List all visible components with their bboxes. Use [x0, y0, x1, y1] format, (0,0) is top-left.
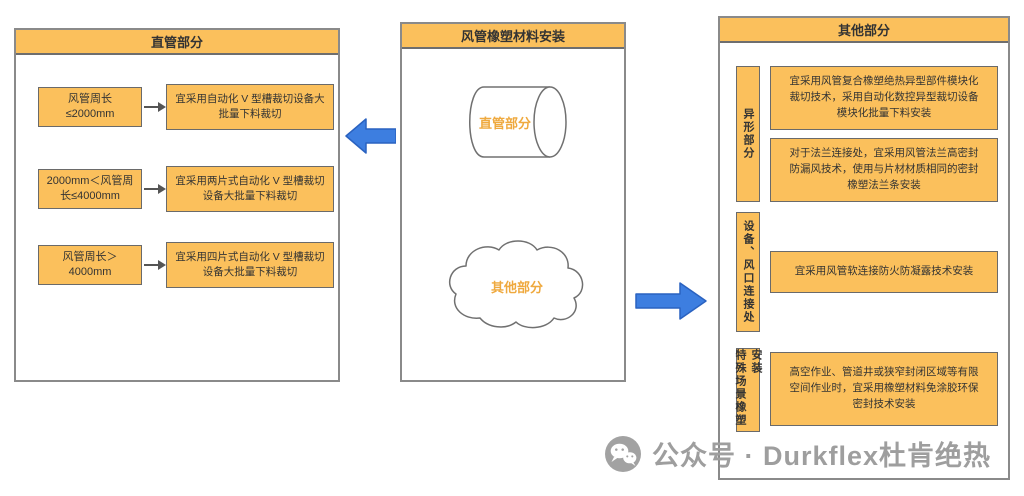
section-label-special: 特殊场景橡塑安装	[734, 348, 762, 432]
left-flow-arrow-icon	[344, 116, 397, 161]
condition-box: 2000mm＜风管周 长≤4000mm	[38, 169, 142, 209]
watermark-text: 公众号 · Durkflex杜肯绝热	[652, 441, 992, 471]
flow-arrow-icon	[144, 260, 166, 270]
duct-rule-row: 风管周长＞ 4000mm 宜采用四片式自动化 V 型槽裁切 设备大批量下料裁切	[16, 242, 338, 288]
guideline-box: 对于法兰连接处，宜采用风管法兰高密封 防漏风技术，使用与片材材质相同的密封 橡塑…	[770, 138, 998, 202]
section-label-irregular: 异形部分	[736, 66, 760, 202]
guideline-box: 宜采用风管复合橡塑绝热异型部件模块化 裁切技术，采用自动化数控异型裁切设备 模块…	[770, 66, 998, 130]
action-box: 宜采用四片式自动化 V 型槽裁切 设备大批量下料裁切	[166, 242, 334, 288]
action-box: 宜采用两片式自动化 V 型槽裁切 设备大批量下料裁切	[166, 166, 334, 212]
duct-rule-row: 风管周长 ≤2000mm 宜采用自动化 V 型槽裁切设备大 批量下料裁切	[16, 84, 338, 130]
duct-rule-row: 2000mm＜风管周 长≤4000mm 宜采用两片式自动化 V 型槽裁切 设备大…	[16, 166, 338, 212]
main-topic-title: 风管橡塑材料安装	[402, 24, 624, 49]
guideline-box: 宜采用风管软连接防火防凝露技术安装	[770, 251, 998, 293]
flow-arrow-icon	[144, 184, 166, 194]
flow-arrow-icon	[144, 102, 166, 112]
condition-box: 风管周长＞ 4000mm	[38, 245, 142, 285]
main-topic-panel: 风管橡塑材料安装 直管部分 其他部分	[400, 22, 626, 382]
condition-box: 风管周长 ≤2000mm	[38, 87, 142, 127]
other-parts-panel: 其他部分 异形部分 宜采用风管复合橡塑绝热异型部件模块化 裁切技术，采用自动化数…	[718, 16, 1010, 480]
guideline-box: 高空作业、管道井或狭窄封闭区域等有限 空间作业时，宜采用橡塑材料免涂胶环保 密封…	[770, 352, 998, 426]
other-parts-panel-title: 其他部分	[720, 18, 1008, 43]
right-flow-arrow-icon	[634, 280, 708, 327]
section-label-connections: 设备、风口连接处	[736, 212, 760, 332]
watermark: 公众号 · Durkflex杜肯绝热	[604, 434, 991, 473]
cylinder-shape	[454, 84, 572, 160]
straight-duct-panel-title: 直管部分	[16, 30, 338, 55]
straight-duct-panel: 直管部分 风管周长 ≤2000mm 宜采用自动化 V 型槽裁切设备大 批量下料裁…	[14, 28, 340, 382]
wechat-icon	[604, 435, 642, 473]
cloud-shape	[442, 236, 592, 336]
action-box: 宜采用自动化 V 型槽裁切设备大 批量下料裁切	[166, 84, 334, 130]
